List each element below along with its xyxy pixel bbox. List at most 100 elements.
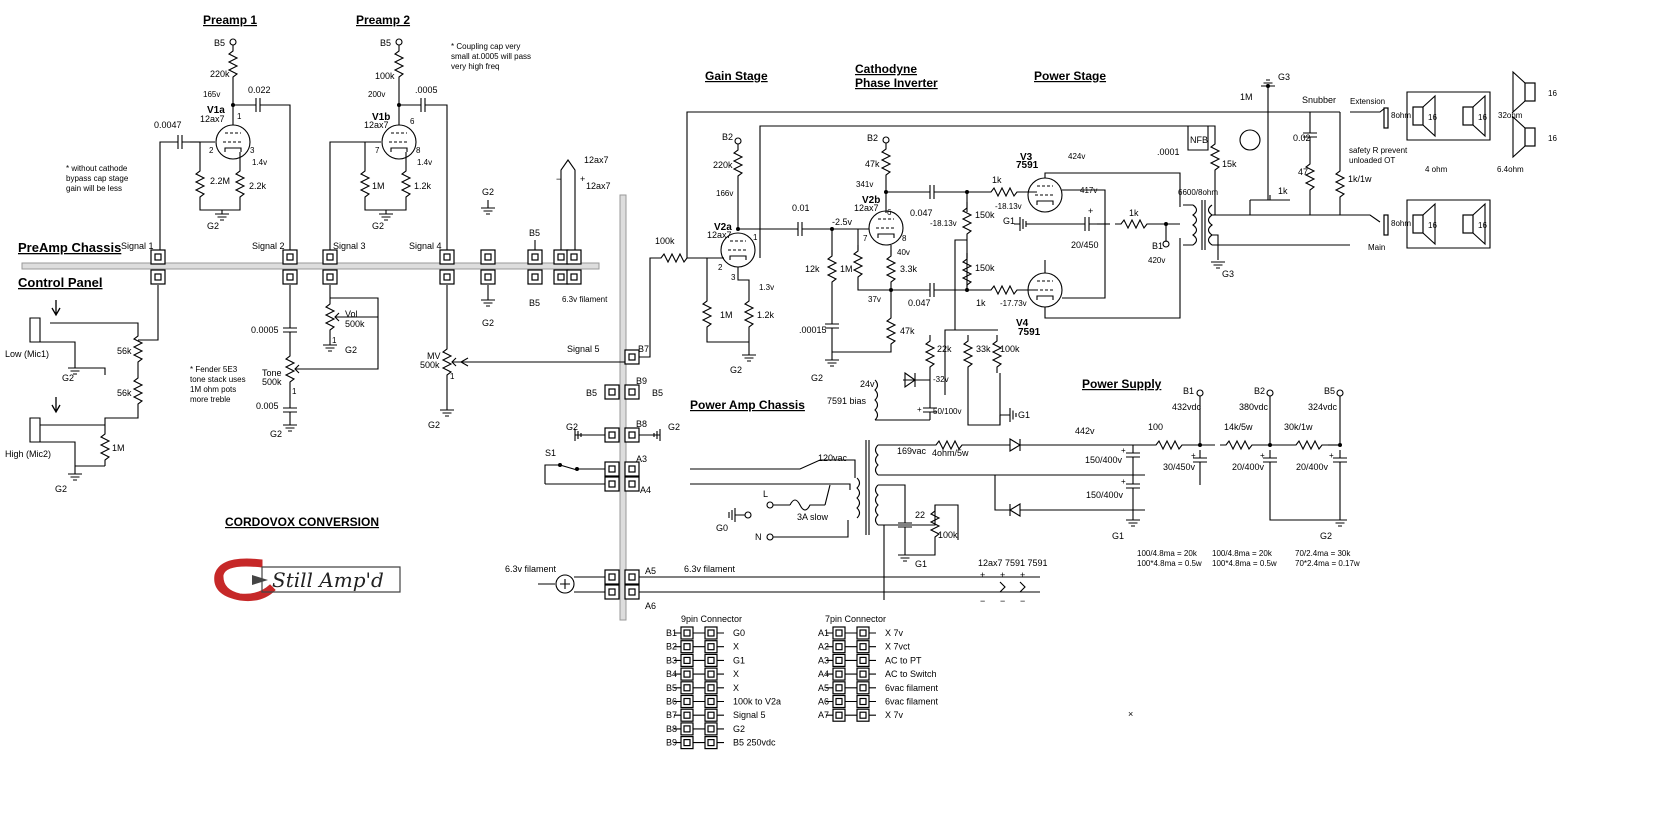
svg-text:B8: B8 [636, 419, 647, 429]
svg-text:+: + [1121, 477, 1126, 486]
connector9-title: 9pin Connector [681, 614, 742, 624]
connector9-pin-socket [683, 656, 691, 665]
svg-text:100: 100 [1148, 422, 1163, 432]
svg-text:14k/5w: 14k/5w [1224, 422, 1253, 432]
svg-text:500k: 500k [262, 377, 282, 387]
svg-text:A5: A5 [645, 566, 656, 576]
svg-text:1: 1 [753, 233, 758, 242]
svg-text:G2: G2 [207, 221, 219, 231]
svg-text:150/400v: 150/400v [1085, 455, 1123, 465]
svg-text:B5: B5 [529, 298, 540, 308]
svg-text:220k: 220k [713, 160, 733, 170]
svg-text:7591: 7591 [1018, 327, 1041, 338]
svg-text:G2: G2 [55, 484, 67, 494]
svg-text:12ax7: 12ax7 [584, 155, 609, 165]
connector7-pin-socket [859, 684, 867, 692]
control-panel: 56k 56k Low (Mic1) G2 High (Mic2) 1M G2 [5, 285, 159, 494]
svg-text:1.3v: 1.3v [759, 283, 774, 292]
fender-note: * Fender 5E3 tone stack uses 1M ohm pots… [190, 365, 246, 404]
svg-text:+: + [1121, 446, 1126, 455]
svg-text:.0005: .0005 [415, 85, 438, 95]
safety-note: safety R prevent unloaded OT [1349, 146, 1408, 165]
svg-text:70/2.4ma = 30k: 70/2.4ma = 30k [1295, 549, 1351, 558]
coupling-note: * Coupling cap very small at.0005 will p… [451, 42, 531, 71]
svg-text:12ax7: 12ax7 [854, 203, 879, 213]
connector9-pin-label: B4 [666, 669, 677, 679]
svg-text:G2: G2 [730, 365, 742, 375]
svg-text:12ax7: 12ax7 [200, 114, 225, 124]
connector9-pin-socket [707, 670, 715, 678]
svg-text:unloaded OT: unloaded OT [1349, 156, 1395, 165]
svg-text:32ohm: 32ohm [1498, 111, 1523, 120]
connector9-pin-label: B7 [666, 710, 677, 720]
svg-text:+: + [1000, 570, 1005, 580]
svg-text:500k: 500k [420, 360, 440, 370]
connector9-pin-socket [707, 738, 715, 747]
svg-text:G1: G1 [1018, 410, 1030, 420]
connector9-pin-desc: G0 [733, 628, 745, 638]
svg-text:−: − [556, 174, 561, 184]
title-power-stage: Power Stage [1034, 69, 1106, 83]
svg-text:7: 7 [375, 146, 380, 155]
svg-text:1k: 1k [1129, 208, 1139, 218]
svg-text:3: 3 [731, 273, 736, 282]
svg-text:G2: G2 [482, 318, 494, 328]
svg-text:150k: 150k [975, 263, 995, 273]
connector9-pin-label: B6 [666, 697, 677, 707]
cross-mark: × [1128, 709, 1133, 719]
connector7-pin-desc: AC to Switch [885, 669, 937, 679]
svg-text:3A slow: 3A slow [797, 512, 829, 522]
svg-text:100/4.8ma = 20k: 100/4.8ma = 20k [1212, 549, 1273, 558]
title-preamp-chassis: PreAmp Chassis [18, 240, 121, 255]
connector9-pin-socket [683, 643, 691, 651]
svg-text:150/400v: 150/400v [1086, 490, 1124, 500]
connector9-pin-socket [683, 629, 691, 637]
preamp-chassis-bar [21, 262, 600, 270]
svg-text:0.047: 0.047 [908, 298, 931, 308]
svg-text:1M ohm pots: 1M ohm pots [190, 385, 236, 394]
svg-text:47k: 47k [900, 326, 915, 336]
svg-text:B7: B7 [638, 344, 649, 354]
bias-section: 22k 33k 100k -32v 24v 7591 bias + 50/100… [827, 329, 1030, 426]
volume-tone-section: 0.0005 Tone 500k 1 0.005 G2 Vol 500k 1 G… [251, 285, 379, 439]
svg-text:70*2.4ma = 0.17w: 70*2.4ma = 0.17w [1295, 559, 1360, 568]
svg-text:very high freq: very high freq [451, 62, 499, 71]
title-preamp2: Preamp 2 [356, 13, 410, 27]
connector7-pin-socket [835, 643, 843, 651]
svg-text:1: 1 [332, 336, 337, 345]
svg-text:-32v: -32v [933, 375, 949, 384]
svg-text:6: 6 [887, 208, 892, 217]
svg-text:V2a: V2a [714, 222, 732, 233]
svg-text:G1: G1 [1112, 531, 1124, 541]
master-volume: MV 500k 1 G2 Signal 5 [420, 285, 630, 430]
svg-text:1M: 1M [372, 181, 385, 191]
svg-text:3.3k: 3.3k [900, 264, 918, 274]
svg-text:16: 16 [1478, 221, 1487, 230]
svg-text:1k: 1k [1278, 186, 1288, 196]
connector9-pin-label: B1 [666, 628, 677, 638]
power-stage: 1k -18.13v V3 7591 424v 417v 1k -17.73v … [686, 72, 1411, 338]
svg-text:safety R prevent: safety R prevent [1349, 146, 1408, 155]
svg-text:40v: 40v [897, 248, 910, 257]
svg-text:420v: 420v [1148, 256, 1165, 265]
svg-text:0.005: 0.005 [256, 401, 279, 411]
svg-text:150k: 150k [975, 210, 995, 220]
svg-text:16: 16 [1548, 134, 1557, 143]
svg-text:424v: 424v [1068, 152, 1085, 161]
svg-text:7591 bias: 7591 bias [827, 396, 867, 406]
connector9-pin-label: B2 [666, 642, 677, 652]
connector9-pin-socket [707, 711, 715, 719]
svg-text:+: + [580, 174, 585, 184]
svg-text:bypass cap stage: bypass cap stage [66, 174, 129, 183]
svg-text:B2: B2 [867, 133, 878, 143]
connector7-pin-desc: 6vac filament [885, 683, 939, 693]
svg-text:1M: 1M [1240, 92, 1253, 102]
preamp2-stage: B5 100k 200v .0005 V1b 12ax7 6 7 8 1M 1.… [329, 38, 448, 250]
svg-text:+: + [1020, 570, 1025, 580]
